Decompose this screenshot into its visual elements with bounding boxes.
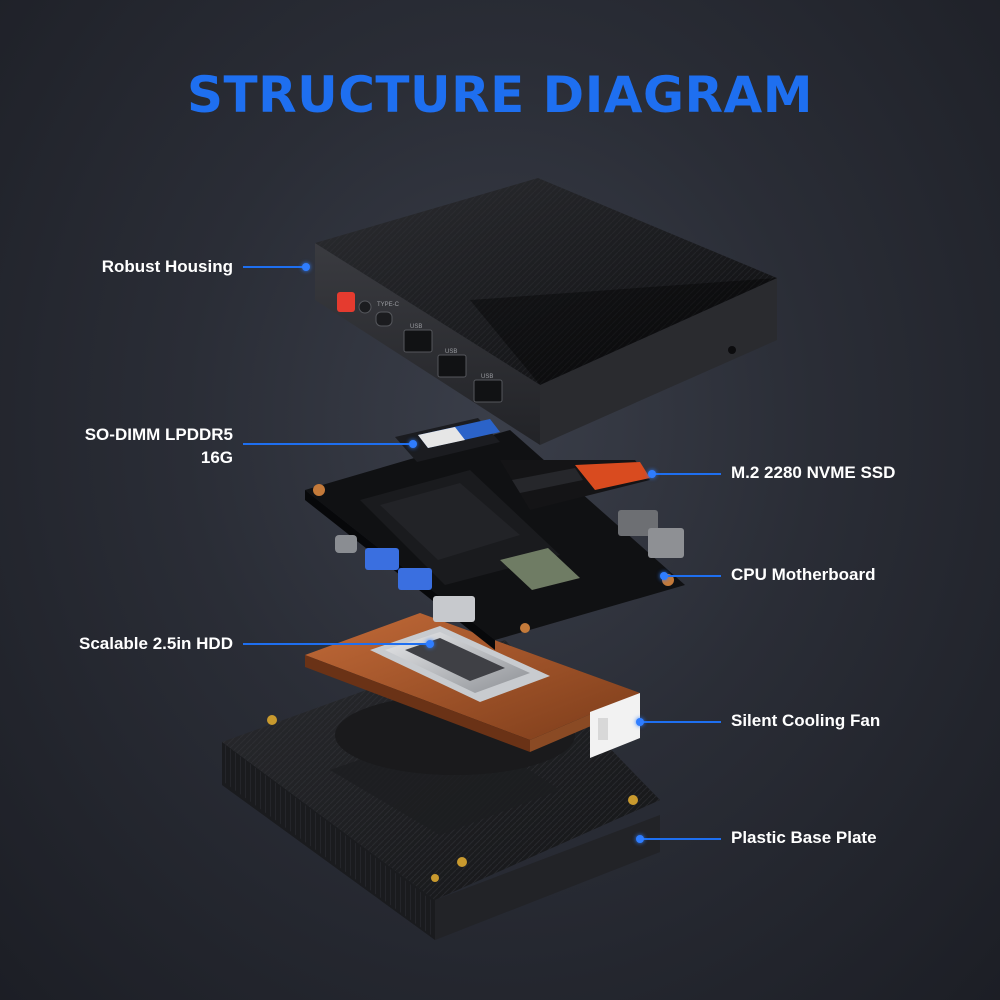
callout-label-robust-housing: Robust Housing	[101, 257, 233, 276]
cooling-fan-assembly	[305, 613, 640, 775]
port-label-usb-2: USB	[445, 349, 457, 355]
callout-dot-ssd	[648, 470, 656, 478]
callout-dot-so-dimm	[409, 440, 417, 448]
callout-line-motherboard	[664, 575, 721, 577]
top-housing: TYPE-C USB USB USB	[315, 178, 777, 445]
callout-line-ssd	[652, 473, 721, 475]
callout-label-motherboard: CPU Motherboard	[731, 565, 876, 584]
port-label-usb-3: USB	[481, 374, 493, 380]
motherboard	[305, 418, 685, 650]
callout-label-fan: Silent Cooling Fan	[731, 711, 881, 730]
callout-dot-robust-housing	[302, 263, 310, 271]
callout-line-robust-housing	[243, 266, 306, 268]
page-title: STRUCTURE DIAGRAM	[187, 66, 813, 124]
callout-label-so-dimm-line2: 16G	[200, 448, 233, 467]
callout-dot-hdd	[426, 640, 434, 648]
callout-line-hdd	[243, 643, 430, 645]
callout-label-base-plate: Plastic Base Plate	[731, 828, 877, 847]
callout-dot-motherboard	[660, 572, 668, 580]
callout-line-fan	[640, 721, 721, 723]
callout-label-so-dimm-line1: SO-DIMM LPDDR5	[84, 425, 233, 444]
callout-label-hdd: Scalable 2.5in HDD	[78, 634, 233, 653]
callout-dot-base-plate	[636, 835, 644, 843]
port-label-type-c: TYPE-C	[377, 302, 400, 308]
callout-dot-fan	[636, 718, 644, 726]
callout-line-so-dimm	[243, 443, 413, 445]
callout-label-ssd: M.2 2280 NVME SSD	[731, 463, 896, 482]
port-label-usb-1: USB	[410, 324, 422, 330]
callout-line-base-plate	[640, 838, 721, 840]
